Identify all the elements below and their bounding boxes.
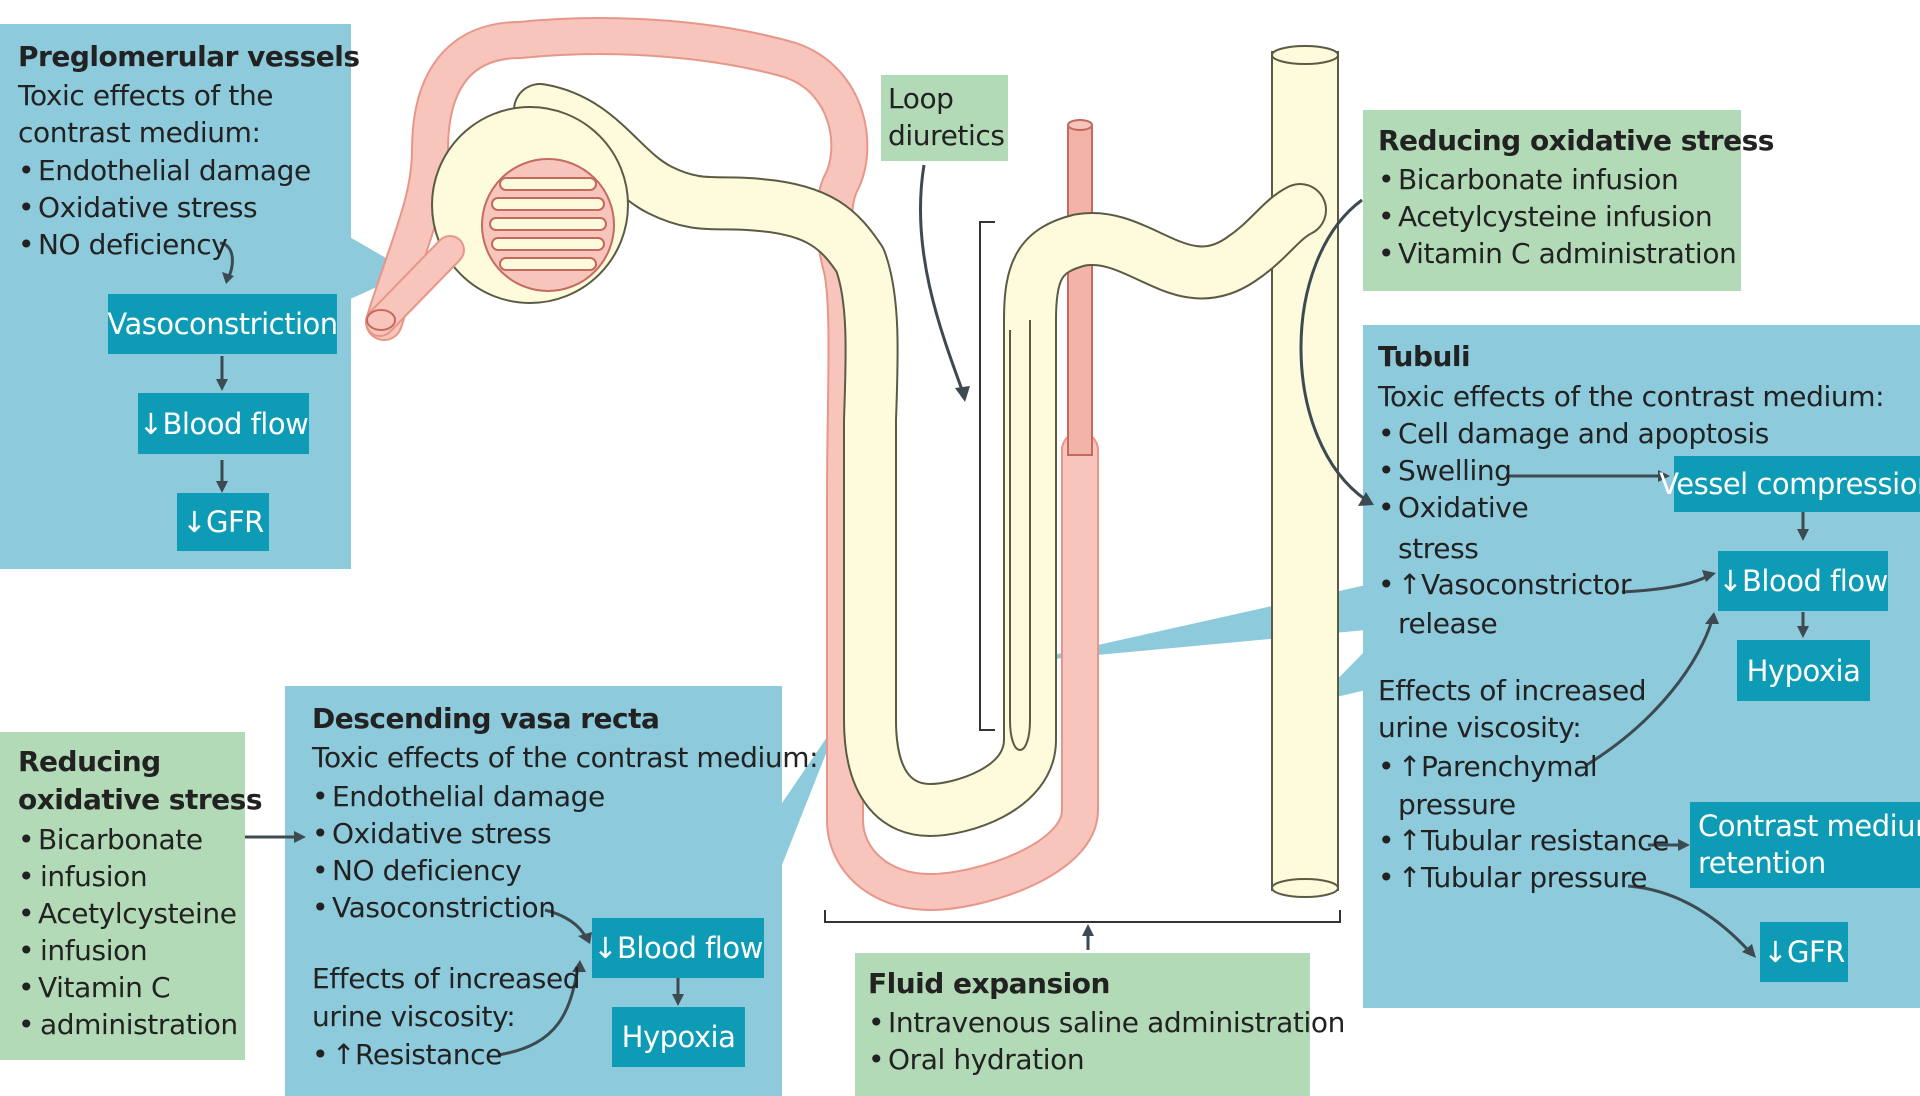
reducing-top-title: Reducing oxidative stress	[1378, 124, 1774, 157]
list-item: Acetylcysteine	[18, 895, 238, 932]
descending-title: Descending vasa recta	[312, 702, 659, 735]
list-item: ↑Tubular resistance	[1378, 822, 1669, 859]
list-item-cont: infusion	[18, 858, 238, 895]
tubuli-list-4: ↑Tubular resistance ↑Tubular pressure	[1378, 822, 1669, 896]
preglomerular-list: Endothelial damage Oxidative stress NO d…	[18, 152, 311, 263]
list-item: ↑Vasoconstrictor	[1378, 566, 1631, 603]
reducing-left-list: Bicarbonate infusion Acetylcysteine infu…	[18, 821, 238, 1043]
tubuli-viscosity-heading-1: Effects of increased	[1378, 672, 1646, 709]
preglomerular-intro-1: Toxic effects of the	[18, 77, 273, 114]
contrast-retention-line-1: Contrast medium	[1698, 808, 1920, 845]
list-item: Oxidative stress	[18, 189, 311, 226]
list-item: Intravenous saline administration	[868, 1004, 1345, 1041]
list-item: Bicarbonate infusion	[1378, 161, 1736, 198]
preglomerular-gfr-box: ↓GFR	[177, 493, 269, 551]
tubuli-hypoxia-box: Hypoxia	[1737, 640, 1870, 701]
descending-intro: Toxic effects of the contrast medium:	[312, 739, 818, 776]
preglomerular-blood-flow-box: ↓Blood flow	[138, 393, 309, 454]
tubuli-list-3: ↑Parenchymal	[1378, 748, 1597, 785]
tubuli-list-2: ↑Vasoconstrictor	[1378, 566, 1631, 603]
reducing-left-title-1: Reducing	[18, 745, 161, 778]
list-item: Endothelial damage	[18, 152, 311, 189]
loop-diuretics-label-1: Loop	[888, 80, 954, 117]
fluid-list: Intravenous saline administration Oral h…	[868, 1004, 1345, 1078]
list-item: ↑Tubular pressure	[1378, 859, 1669, 896]
list-item: Vitamin C administration	[1378, 235, 1736, 272]
descending-viscosity-2: urine viscosity:	[312, 998, 515, 1035]
descending-viscosity-1: Effects of increased	[312, 960, 580, 997]
descending-list-2: ↑Resistance	[312, 1036, 502, 1073]
list-item: Cell damage and apoptosis	[1378, 415, 1769, 452]
loop-diuretics-label-2: diuretics	[888, 117, 1005, 154]
fluid-title: Fluid expansion	[868, 967, 1110, 1000]
tubuli-oxidative-cont: stress	[1398, 530, 1478, 567]
list-item: Vitamin C	[18, 969, 238, 1006]
list-item: Endothelial damage	[312, 778, 605, 815]
list-item: NO deficiency	[18, 226, 311, 263]
loop-bracket	[980, 222, 995, 730]
descending-list: Endothelial damage Oxidative stress NO d…	[312, 778, 605, 926]
tubuli-intro: Toxic effects of the contrast medium:	[1378, 378, 1884, 415]
vasoconstriction-box: Vasoconstriction	[108, 294, 337, 354]
descending-hypoxia-box: Hypoxia	[612, 1007, 745, 1067]
list-item: Bicarbonate	[18, 821, 238, 858]
tubuli-parenchymal-cont: pressure	[1398, 786, 1516, 823]
vessel-compression-box: Vessel compression	[1674, 456, 1920, 512]
list-item: Oxidative stress	[312, 815, 605, 852]
preglomerular-intro-2: contrast medium:	[18, 114, 261, 151]
tubuli-blood-flow-box: ↓Blood flow	[1718, 551, 1888, 611]
list-item: ↑Resistance	[312, 1036, 502, 1073]
tubuli-gfr-box: ↓GFR	[1760, 922, 1848, 982]
list-item: NO deficiency	[312, 852, 605, 889]
list-item-cont: infusion	[18, 932, 238, 969]
contrast-retention-box: Contrast medium retention	[1690, 802, 1920, 888]
tubuli-title: Tubuli	[1378, 340, 1470, 373]
list-item-cont: administration	[18, 1006, 238, 1043]
reducing-left-title-2: oxidative stress	[18, 783, 262, 816]
list-item: Vasoconstriction	[312, 889, 605, 926]
list-item: ↑Parenchymal	[1378, 748, 1597, 785]
preglomerular-title: Preglomerular vessels	[18, 40, 359, 73]
list-item: Oral hydration	[868, 1041, 1345, 1078]
reducing-top-list: Bicarbonate infusion Acetylcysteine infu…	[1378, 161, 1736, 272]
contrast-retention-line-2: retention	[1698, 845, 1826, 882]
tubuli-viscosity-heading-2: urine viscosity:	[1378, 709, 1581, 746]
descending-blood-flow-box: ↓Blood flow	[592, 918, 764, 978]
list-item: Acetylcysteine infusion	[1378, 198, 1736, 235]
tubuli-vasoconstrictor-cont: release	[1398, 605, 1497, 642]
